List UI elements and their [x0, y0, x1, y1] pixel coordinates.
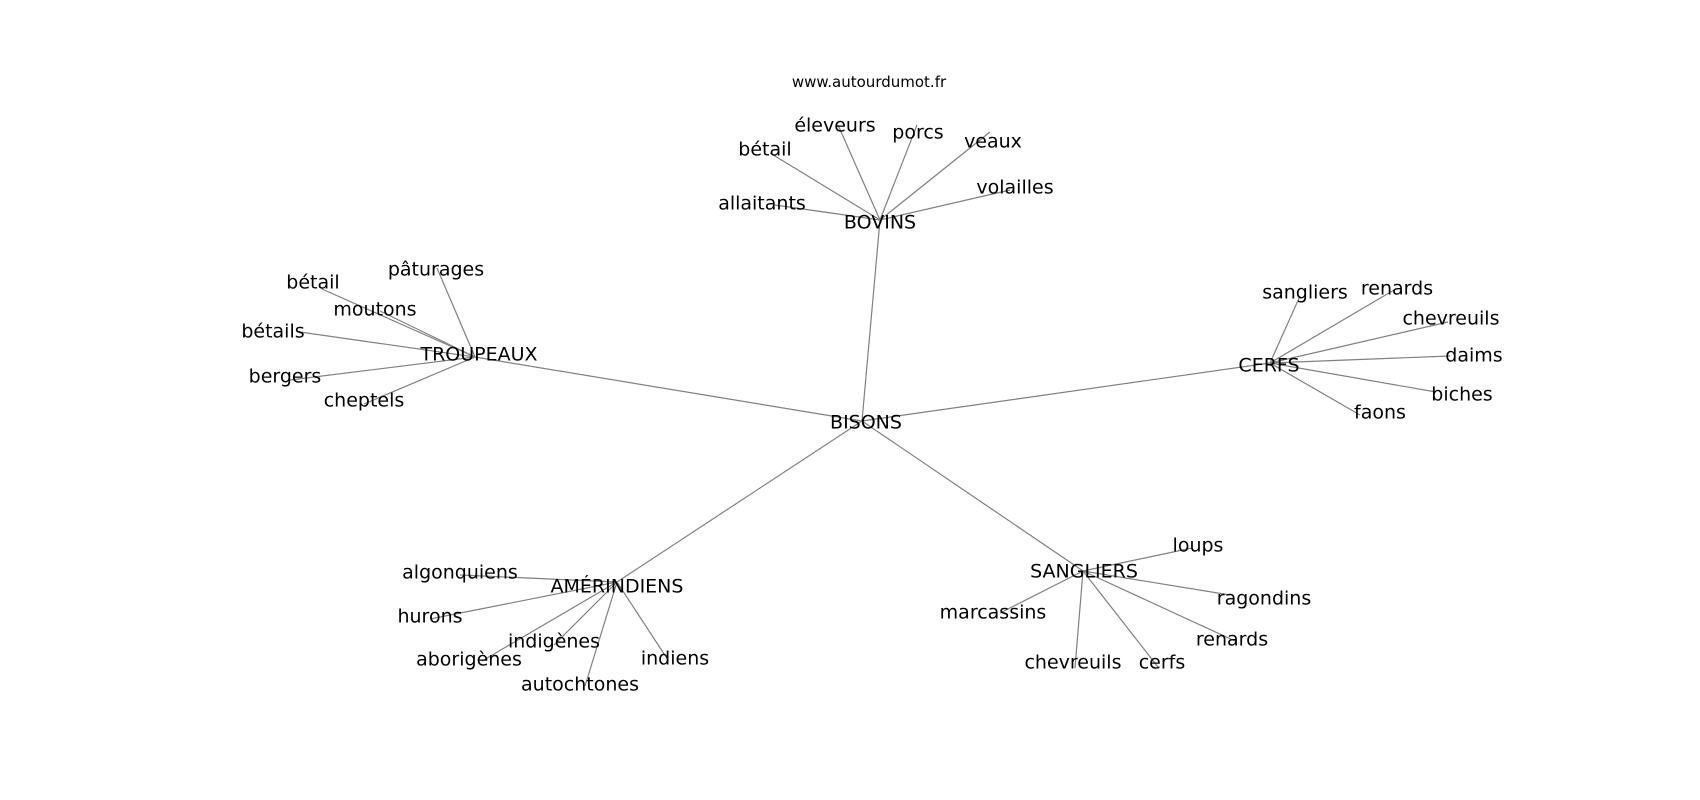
edge-hub-to-leaf [879, 131, 991, 221]
edge-hub-to-leaf [774, 204, 881, 221]
edges-layer [289, 124, 1451, 687]
node-leaf: cheptels [324, 390, 405, 412]
watermark: www.autourdumot.fr [792, 73, 947, 91]
node-leaf: allaitants [718, 193, 806, 215]
node-leaf: pâturages [388, 259, 484, 281]
node-leaf: renards [1196, 629, 1268, 651]
edge-hub-to-leaf [616, 581, 669, 661]
node-leaf: bétail [286, 272, 339, 294]
node-leaf: ragondins [1217, 588, 1311, 610]
edge-hub-to-leaf [769, 152, 881, 221]
node-leaf: bétail [738, 139, 791, 161]
edge-hub-to-leaf [363, 356, 476, 405]
edge-center-to-hub [861, 362, 1271, 422]
node-leaf: faons [1354, 402, 1406, 424]
node-leaf: éleveurs [794, 115, 875, 137]
edge-hub-to-leaf [429, 581, 618, 620]
edge-hub-to-leaf [1082, 570, 1159, 668]
node-hub: BOVINS [844, 212, 916, 234]
node-hub: TROUPEAUX [419, 344, 537, 366]
edge-hub-to-leaf [289, 356, 476, 381]
node-leaf: hurons [397, 606, 462, 628]
node-leaf: porcs [892, 122, 943, 144]
edge-center-to-hub [861, 219, 881, 422]
node-leaf: daims [1445, 345, 1502, 367]
node-leaf: marcassins [940, 602, 1047, 624]
edge-hub-to-leaf [1269, 362, 1437, 393]
edge-hub-to-leaf [1269, 355, 1451, 364]
edge-hub-to-leaf [1074, 570, 1084, 669]
edge-hub-to-leaf [553, 581, 618, 646]
edge-hub-to-leaf [321, 288, 476, 358]
node-leaf: chevreuils [1402, 308, 1499, 330]
node-leaf: indigènes [508, 631, 600, 653]
edge-hub-to-leaf [1269, 289, 1395, 364]
node-hub: CERFS [1238, 355, 1299, 377]
node-leaf: volailles [976, 177, 1053, 199]
node-leaf: loups [1173, 535, 1224, 557]
edge-hub-to-leaf [879, 124, 918, 221]
node-leaf: indiens [641, 648, 709, 670]
edge-hub-to-leaf [1082, 570, 1236, 642]
node-leaf: moutons [333, 299, 416, 321]
edge-hub-to-leaf [1082, 570, 1231, 596]
node-leaf: cerfs [1139, 652, 1186, 674]
edge-hub-to-leaf [1269, 321, 1449, 364]
node-leaf: autochtones [521, 674, 639, 696]
edge-hub-to-leaf [1269, 295, 1301, 364]
edge-hub-to-leaf [999, 570, 1084, 614]
node-hub: SANGLIERS [1030, 561, 1138, 583]
node-leaf: renards [1361, 278, 1433, 300]
edge-hub-to-leaf [1082, 547, 1193, 572]
edge-hub-to-leaf [879, 189, 1011, 221]
node-leaf: veaux [964, 131, 1022, 153]
edge-hub-to-leaf [837, 124, 881, 221]
node-leaf: algonquiens [402, 562, 518, 584]
node-leaf: bétails [241, 321, 304, 343]
edge-hub-to-leaf [299, 331, 476, 358]
edge-hub-to-leaf [436, 267, 476, 358]
edge-center-to-hub [861, 420, 1084, 572]
edge-center-to-hub [474, 356, 863, 422]
node-center: BISONS [830, 412, 902, 434]
edge-center-to-hub [616, 420, 863, 583]
node-leaf: biches [1431, 384, 1492, 406]
edge-hub-to-leaf [459, 574, 618, 583]
node-leaf: chevreuils [1024, 652, 1121, 674]
edge-hub-to-leaf [584, 581, 618, 687]
edge-hub-to-leaf [379, 310, 476, 358]
node-leaf: bergers [249, 366, 322, 388]
edge-hub-to-leaf [1269, 362, 1361, 416]
edge-hub-to-leaf [481, 581, 618, 662]
node-leaf: aborigènes [416, 649, 522, 671]
node-hub: AMÉRINDIENS [551, 575, 684, 598]
node-leaf: sangliers [1262, 282, 1348, 304]
